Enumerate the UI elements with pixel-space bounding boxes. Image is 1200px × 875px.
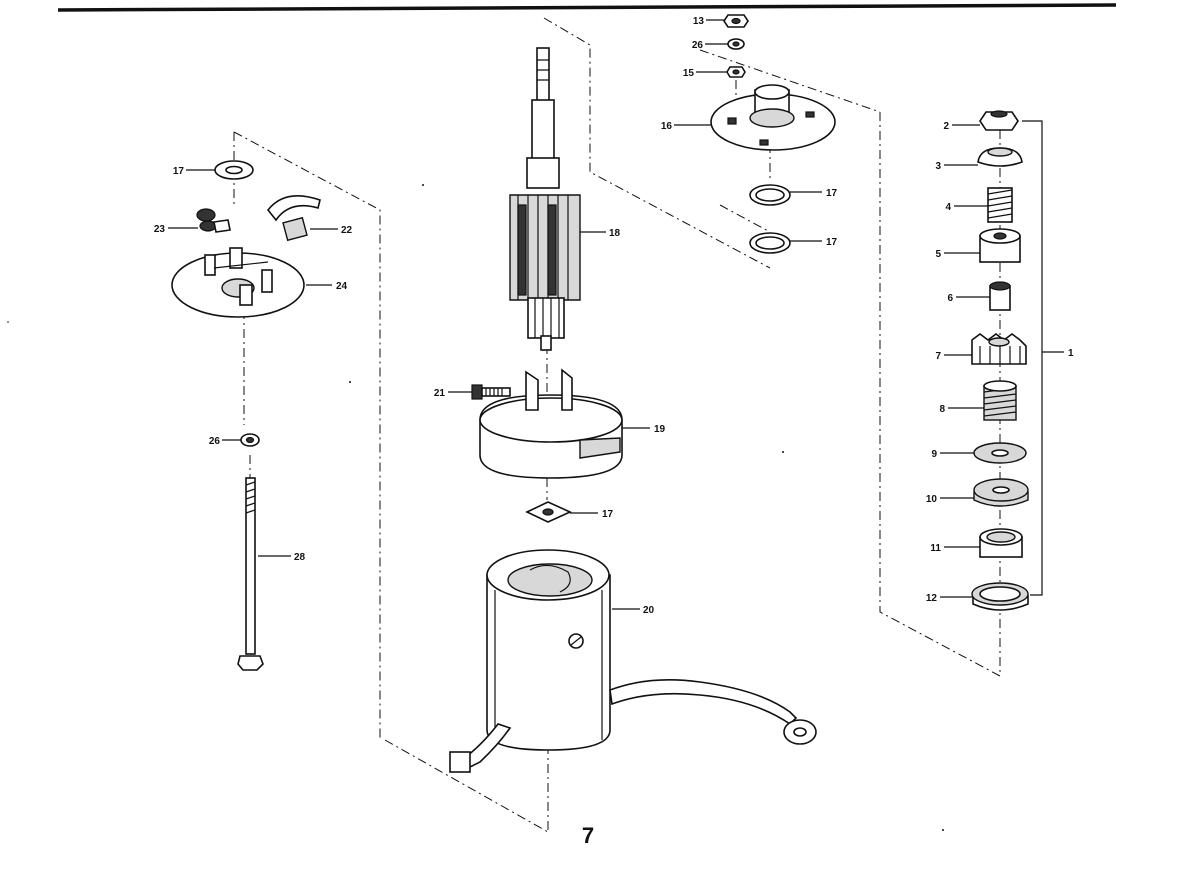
washer-26-left	[240, 433, 260, 447]
drive-nut-2	[979, 110, 1019, 131]
callout-5: 5	[935, 249, 941, 260]
callout-9: 9	[931, 449, 937, 460]
callout-13: 13	[693, 16, 705, 27]
washer-12	[971, 582, 1029, 611]
washer-9	[973, 442, 1027, 464]
washer-26-top	[727, 38, 745, 50]
screw-shaft-8	[983, 380, 1017, 421]
brush-holder-clip-22	[266, 194, 321, 242]
nut-15	[726, 66, 746, 78]
armature-18	[509, 47, 581, 351]
callout-17-left: 17	[173, 166, 185, 177]
bushing-11	[979, 528, 1023, 558]
callout-labels: 13 26 15 16 17 17 17 17 18 19 20 21 22 2…	[154, 16, 1074, 616]
washer-17-left	[214, 160, 254, 180]
callout-6: 6	[947, 293, 953, 304]
callout-26-left: 26	[209, 436, 221, 447]
callout-23: 23	[154, 224, 166, 235]
callout-17-top-b: 17	[826, 237, 838, 248]
callout-12: 12	[926, 593, 938, 604]
callout-4: 4	[945, 202, 951, 213]
callout-10: 10	[926, 494, 938, 505]
cup-3	[977, 147, 1023, 167]
page-number: 7	[582, 823, 594, 848]
end-cap-16	[710, 84, 836, 151]
callout-28: 28	[294, 552, 306, 563]
screw-21	[471, 384, 511, 400]
brush-spring-23	[196, 208, 231, 233]
callout-17-top-a: 17	[826, 188, 838, 199]
drive-assembly-bracket	[1022, 120, 1043, 596]
callout-24: 24	[336, 281, 348, 292]
washer-17-top-b	[749, 232, 791, 254]
collar-5	[979, 228, 1021, 263]
callout-22: 22	[341, 225, 353, 236]
brush-plate-24	[171, 247, 305, 318]
callout-3: 3	[935, 161, 941, 172]
scan-specks	[7, 184, 944, 831]
spring-4	[987, 187, 1013, 223]
callout-leaders	[168, 19, 1064, 610]
callout-21: 21	[434, 388, 446, 399]
sleeve-6	[989, 281, 1011, 311]
through-bolt-28	[237, 477, 264, 671]
callout-19: 19	[654, 424, 666, 435]
washer-17-center	[525, 501, 572, 523]
callout-16: 16	[661, 121, 673, 132]
callout-1: 1	[1068, 348, 1074, 359]
nut-13	[723, 14, 749, 28]
motor-frame-20	[449, 549, 817, 773]
callout-18: 18	[609, 228, 621, 239]
callout-11: 11	[930, 543, 941, 554]
top-rule	[57, 3, 1117, 12]
callout-15: 15	[683, 68, 695, 79]
callout-20: 20	[643, 605, 655, 616]
washer-17-top-a	[749, 184, 791, 206]
callout-17-center: 17	[602, 509, 614, 520]
washer-10	[973, 478, 1029, 507]
pinion-gear-7	[971, 333, 1027, 365]
field-coil-band-19	[479, 368, 623, 479]
callout-26-top: 26	[692, 40, 704, 51]
callout-7: 7	[935, 351, 941, 362]
callout-2: 2	[943, 121, 949, 132]
callout-8: 8	[939, 404, 945, 415]
